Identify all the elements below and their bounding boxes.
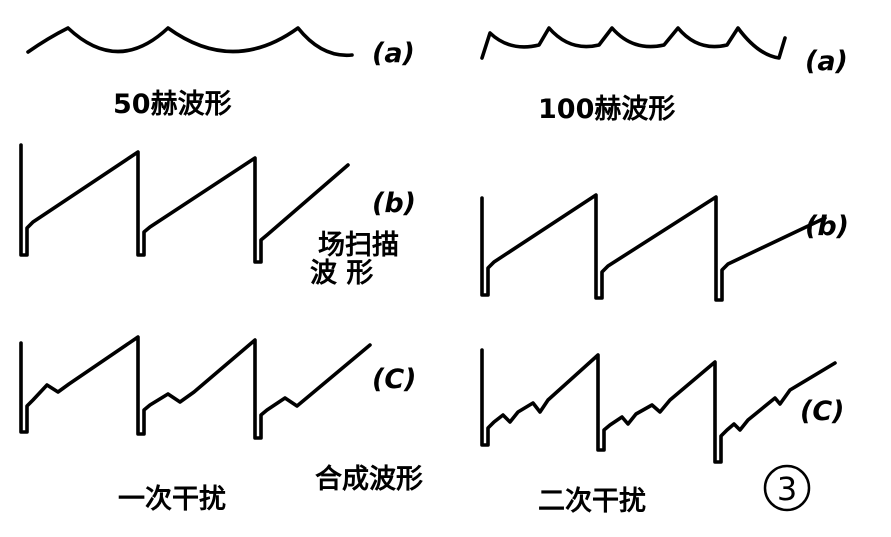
wave-50hz xyxy=(26,26,354,58)
caption-sweep-line2: 波 形 xyxy=(310,258,373,289)
label-c-right: (C) xyxy=(800,396,845,427)
label-a-left: (a) xyxy=(372,38,415,69)
label-b-left: (b) xyxy=(372,188,416,219)
caption-100hz: 100赫波形 xyxy=(538,94,675,125)
wave-100hz xyxy=(480,26,787,60)
caption-first-order: 一次干扰 xyxy=(118,484,226,515)
composite-first-order xyxy=(19,335,372,440)
sweep-waveform-right xyxy=(480,193,827,302)
label-b-right: (b) xyxy=(805,211,849,242)
caption-second-order: 二次干扰 xyxy=(538,486,646,517)
figure-number: 3 xyxy=(777,470,797,508)
figure-number-ring xyxy=(763,464,811,512)
figure-number-badge: 3 xyxy=(763,464,811,512)
sweep-waveform-left xyxy=(19,143,350,264)
caption-50hz: 50赫波形 xyxy=(113,89,232,120)
label-c-left: (C) xyxy=(372,364,417,395)
caption-sweep-line1: 场扫描 xyxy=(318,230,399,261)
label-a-right: (a) xyxy=(805,46,848,77)
composite-second-order xyxy=(480,348,837,464)
caption-composite: 合成波形 xyxy=(315,463,423,495)
